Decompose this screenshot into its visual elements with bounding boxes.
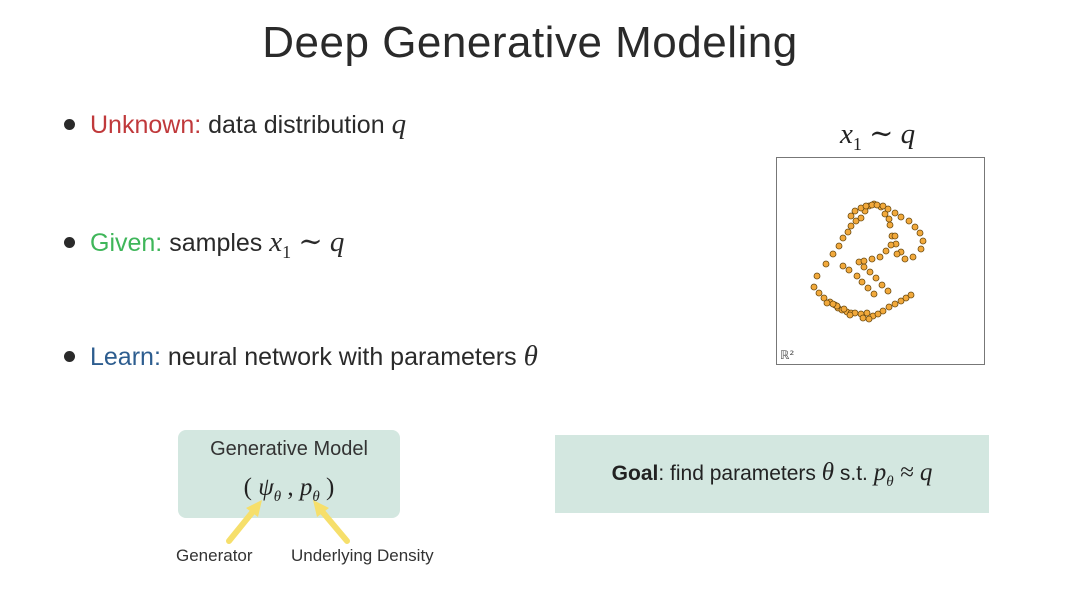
- sample-point: [885, 303, 893, 311]
- scatter-svg: [810, 200, 927, 323]
- bullet-dot-icon: [64, 236, 75, 248]
- sample-point: [909, 253, 917, 261]
- sample-point: [891, 232, 899, 240]
- bullet-text-learn: neural network with parameters: [160, 343, 524, 371]
- sample-point: [897, 213, 905, 221]
- sample-point: [874, 310, 882, 318]
- sample-point: [911, 223, 919, 231]
- bullet-dot-icon: [64, 118, 75, 130]
- sample-point: [863, 309, 871, 317]
- sample-point: [815, 289, 823, 297]
- sample-point: [851, 207, 859, 215]
- sample-point: [876, 253, 884, 261]
- sample-point: [870, 290, 878, 298]
- sample-point: [858, 278, 866, 286]
- sample-point: [868, 255, 876, 263]
- sample-point: [902, 294, 910, 302]
- bullet-text-unknown: data distribution: [201, 111, 392, 139]
- sample-point: [878, 281, 886, 289]
- sample-point: [901, 255, 909, 263]
- bullet-keyword-given: Given:: [90, 229, 163, 257]
- bullet-text-given: samples: [162, 229, 270, 257]
- density-caption: Underlying Density: [291, 546, 434, 565]
- bullet-given: Given: samples x1 ∼ q: [64, 224, 344, 263]
- sample-point: [847, 212, 855, 220]
- sample-point: [823, 299, 831, 307]
- generator-caption: Generator: [176, 546, 253, 565]
- sample-point: [891, 300, 899, 308]
- sample-point: [919, 237, 927, 245]
- generator-arrow-icon: [226, 500, 262, 544]
- sample-point: [839, 262, 847, 270]
- sample-point: [857, 214, 865, 222]
- goal-text: Goal: find parameters θ s.t. pθ ≈ q: [611, 459, 933, 490]
- sample-point: [891, 209, 899, 217]
- bullet-keyword-learn: Learn:: [90, 343, 161, 371]
- sample-point: [887, 241, 895, 249]
- slide-title: Deep Generative Modeling: [262, 18, 798, 67]
- sample-point: [860, 257, 868, 265]
- sample-point: [917, 245, 925, 253]
- sample-point: [859, 314, 867, 322]
- sample-point: [916, 229, 924, 237]
- sample-point: [820, 294, 828, 302]
- sample-point: [866, 268, 874, 276]
- sample-point: [907, 291, 915, 299]
- sample-point: [884, 287, 892, 295]
- sample-point: [835, 242, 843, 250]
- bullet-math-theta: θ: [523, 340, 538, 372]
- bullet-learn: Learn: neural network with parameters θ: [64, 340, 538, 373]
- bullet-keyword-unknown: Unknown:: [90, 111, 202, 139]
- plot-label: x1 ∼ q: [840, 118, 916, 154]
- sample-point: [852, 217, 860, 225]
- sample-point: [897, 297, 905, 305]
- sample-point: [845, 266, 853, 274]
- goal-box: Goal: find parameters θ s.t. pθ ≈ q: [555, 435, 989, 513]
- sample-point: [882, 247, 890, 255]
- generative-model-box: Generative Model ( ψθ , pθ ): [178, 430, 400, 518]
- sample-point: [905, 217, 913, 225]
- sample-point: [822, 260, 830, 268]
- sample-point: [884, 205, 892, 213]
- sample-point: [864, 284, 872, 292]
- sample-point: [886, 221, 894, 229]
- sample-point: [847, 222, 855, 230]
- goal-label: Goal: [611, 462, 659, 485]
- sample-point: [881, 210, 889, 218]
- sample-point: [844, 228, 852, 236]
- sample-point: [879, 202, 887, 210]
- sample-point: [879, 307, 887, 315]
- sample-point: [839, 234, 847, 242]
- sample-point: [853, 272, 861, 280]
- bullet-math-samples: x1 ∼ q: [269, 226, 345, 262]
- bullet-math-q: q: [391, 108, 407, 140]
- space-label: ℝ²: [780, 348, 795, 362]
- sample-point: [846, 311, 854, 319]
- sample-point: [840, 305, 848, 313]
- sample-point: [872, 274, 880, 282]
- bullet-unknown: Unknown: data distribution q: [64, 108, 406, 141]
- sample-point: [893, 250, 901, 258]
- generative-model-title: Generative Model: [210, 438, 368, 460]
- sample-point: [813, 272, 821, 280]
- bullet-dot-icon: [64, 350, 75, 362]
- sample-scatter-plot: ℝ²: [776, 157, 985, 365]
- sample-point: [810, 283, 818, 291]
- density-arrow-icon: [313, 500, 350, 544]
- generative-model-formula: ( ψθ , pθ ): [243, 474, 335, 505]
- sample-point: [829, 250, 837, 258]
